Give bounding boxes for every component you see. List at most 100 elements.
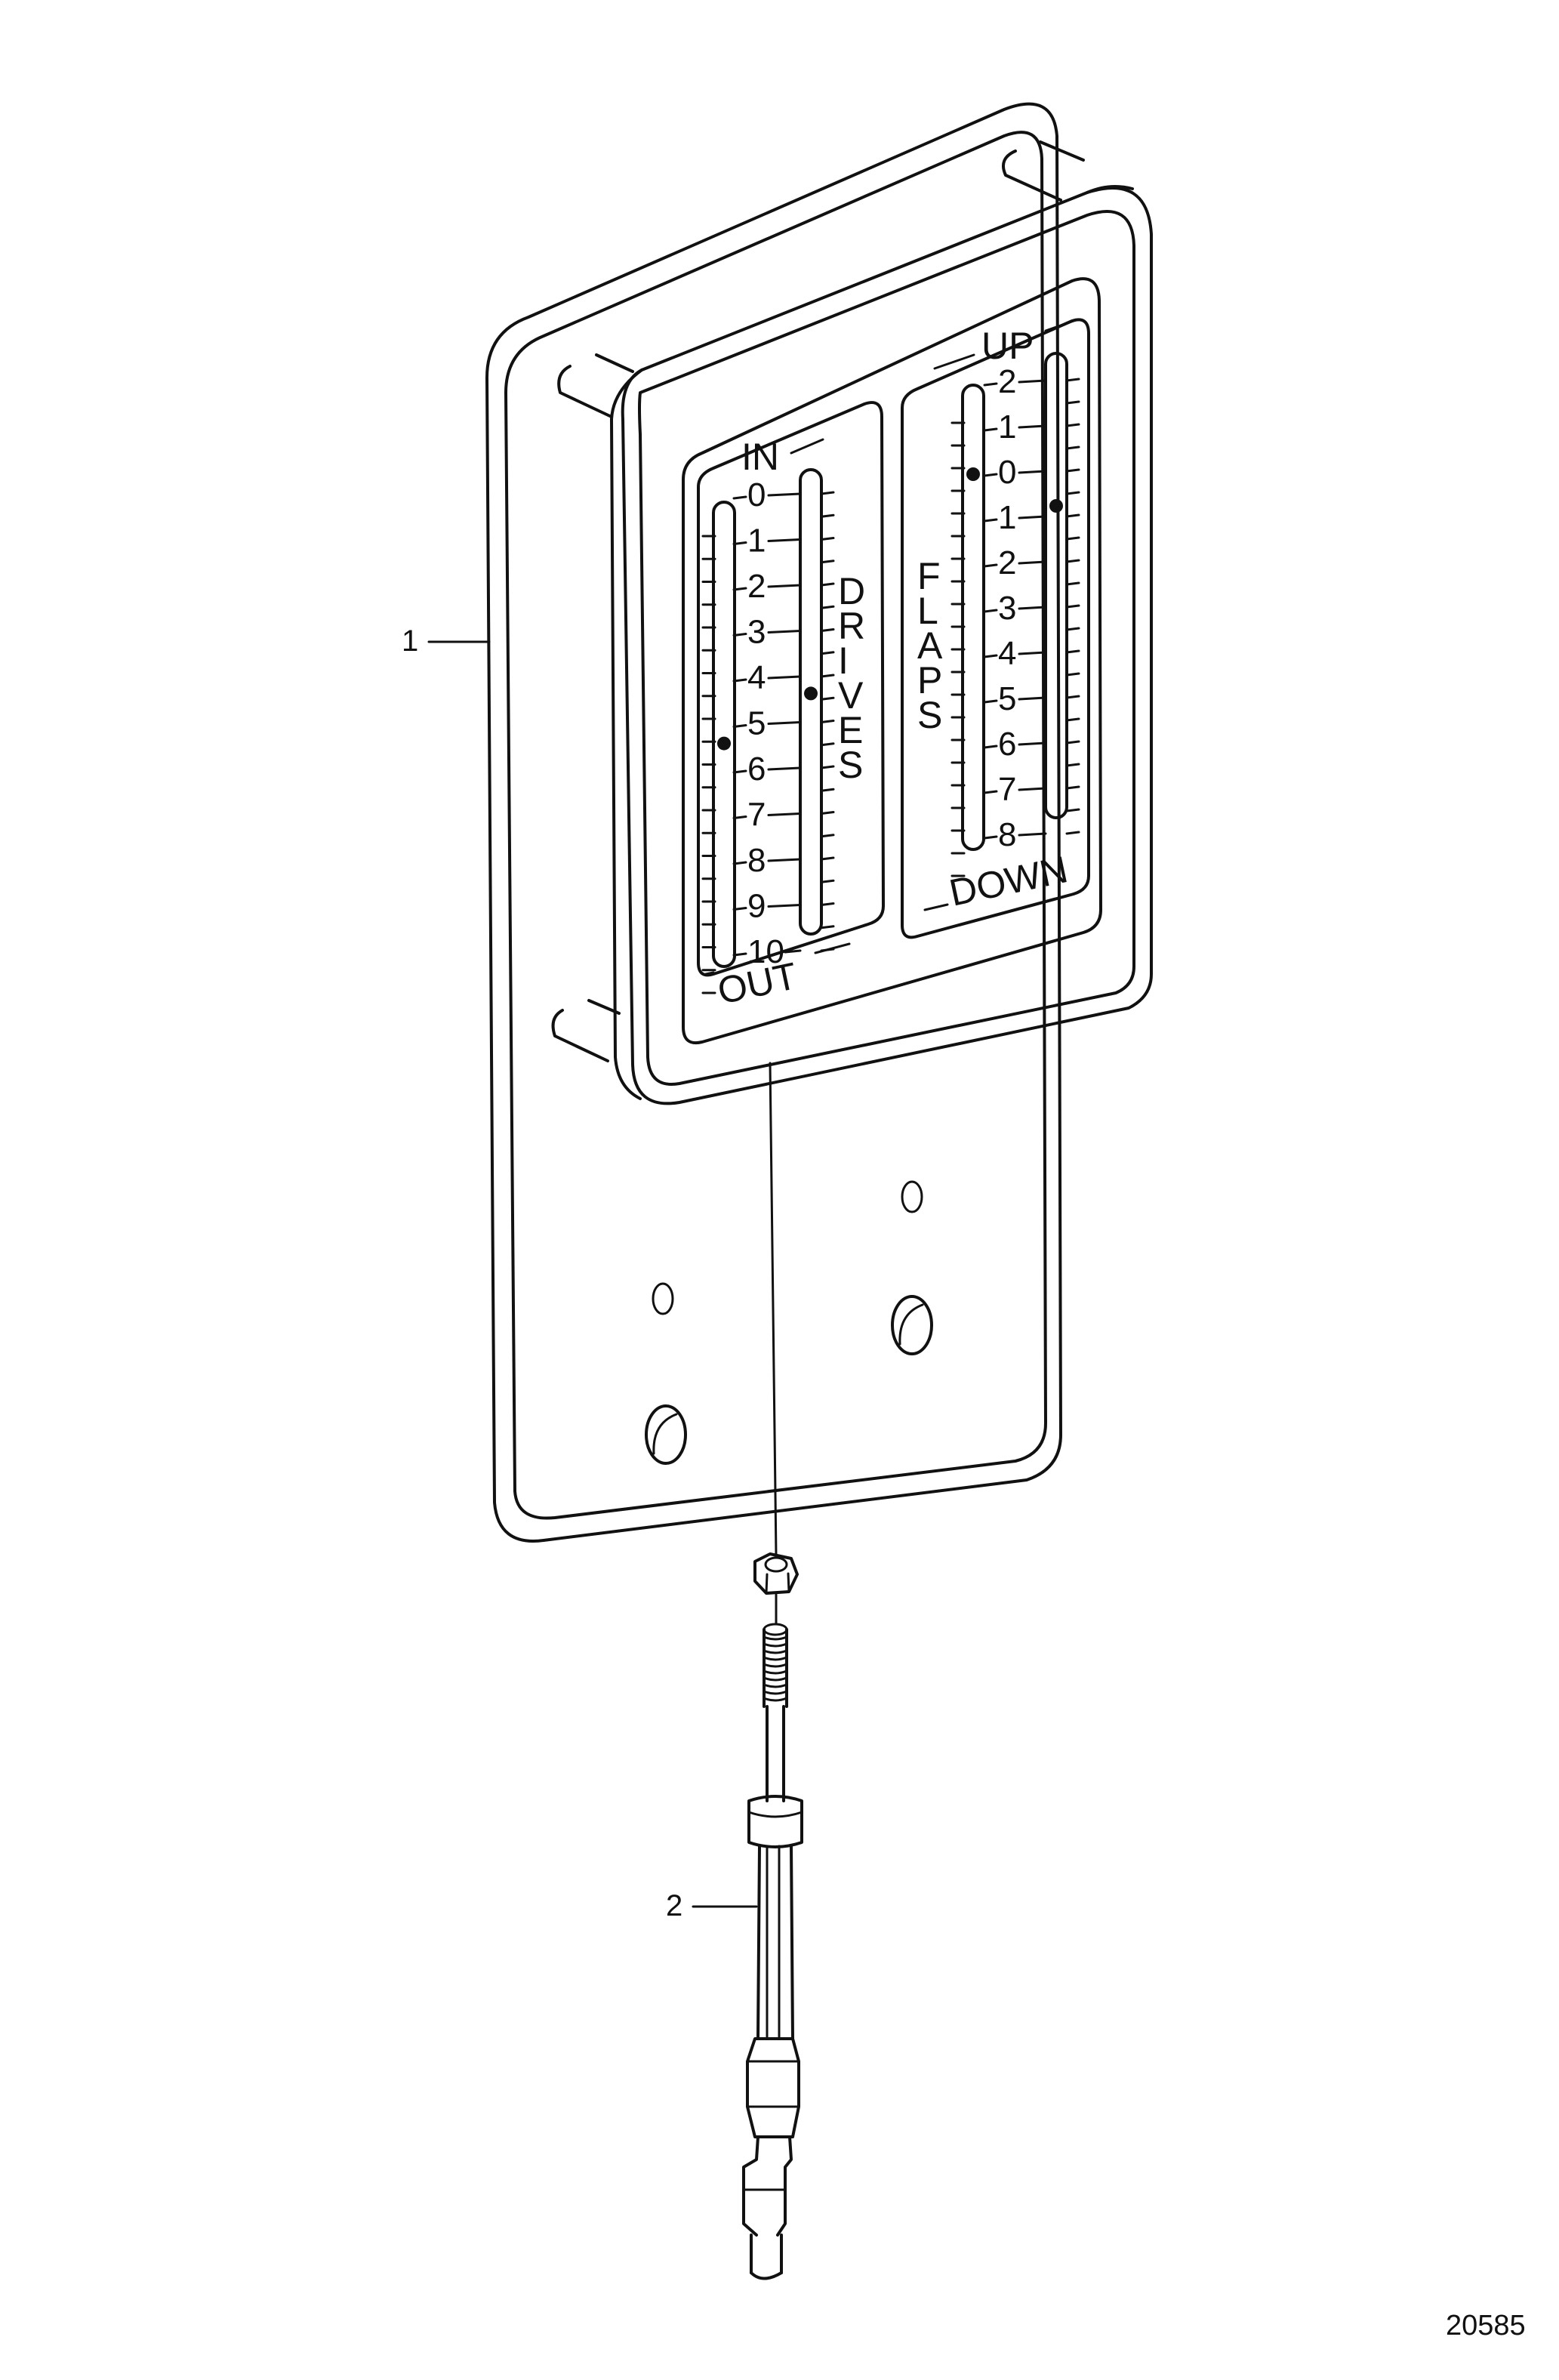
drives-top-label: IN	[741, 436, 779, 478]
flaps-tick	[983, 699, 998, 704]
hex-nut	[753, 1552, 799, 1595]
flaps-tick-label: 0	[998, 454, 1016, 491]
flaps-right-tick	[1065, 604, 1080, 609]
drives-tick	[732, 541, 747, 545]
flaps-tick-label: 2	[998, 544, 1016, 581]
flaps-right-tube	[1044, 352, 1068, 819]
flaps-right-tick	[1065, 513, 1080, 518]
drives-tick	[767, 766, 802, 771]
drives-tick	[767, 675, 802, 680]
drives-tick	[767, 904, 802, 908]
callout-1: 1	[402, 624, 491, 658]
drives-bottom-label: OUT	[714, 954, 801, 1013]
flaps-tick	[1018, 741, 1047, 746]
mounting-hole	[901, 1180, 923, 1213]
flaps-right-tick	[1065, 559, 1080, 563]
drives-tick-label: 7	[747, 797, 766, 834]
flaps-tick-label: 5	[998, 680, 1016, 717]
flaps-word-letter: F	[917, 555, 941, 597]
flaps-right-tick	[1065, 740, 1080, 745]
mounting-hole	[645, 1404, 687, 1465]
callout-label-2: 2	[666, 1889, 682, 1922]
flaps-top-label: UP	[981, 325, 1034, 367]
flaps-tick-label: 6	[998, 726, 1016, 763]
assembly-centerline	[769, 1062, 778, 1557]
drives-tick	[732, 952, 747, 957]
flaps-word-letter: P	[917, 659, 942, 701]
drives-word-letter: V	[838, 674, 864, 717]
flaps-right-tick	[1065, 378, 1080, 382]
flaps-tick	[1018, 651, 1047, 655]
flaps-right-needle	[1049, 499, 1063, 513]
drives-word-letter: I	[838, 640, 849, 682]
drives-tick	[732, 769, 747, 774]
drives-tick	[732, 907, 747, 911]
flaps-right-tick	[1065, 695, 1080, 699]
threaded-end	[763, 1635, 788, 1702]
drives-tick	[732, 678, 747, 683]
drives-left-needle	[717, 736, 731, 751]
flaps-tick	[1018, 424, 1047, 429]
drives-tick-label: 3	[747, 614, 766, 651]
drives-right-tick	[820, 674, 835, 678]
standoff-posts	[551, 140, 1085, 1062]
drives-tick-label: 4	[747, 659, 766, 696]
drives-tick-label: 10	[747, 933, 784, 970]
callout-label-1: 1	[402, 624, 418, 658]
drives-right-tick	[820, 628, 835, 632]
drives-tick-label: 9	[747, 888, 766, 925]
drives-right-tube	[799, 468, 823, 936]
flaps-tick	[983, 518, 998, 523]
drives-tick-label: 1	[747, 523, 766, 560]
flaps-left-tube	[961, 384, 985, 851]
flaps-tick	[983, 790, 998, 794]
flaps-tick	[983, 382, 998, 387]
flaps-tick	[1018, 470, 1047, 474]
callout-2: 2	[666, 1889, 758, 1922]
flaps-tick	[1018, 606, 1047, 610]
drives-tick	[732, 861, 747, 865]
drives-tick	[732, 815, 747, 819]
drives-tick	[732, 587, 747, 591]
flaps-tick-label: 7	[998, 771, 1016, 808]
drives-right-tick	[820, 491, 835, 495]
flaps-tick-label: 8	[998, 816, 1016, 853]
drives-tick	[767, 812, 802, 816]
drives-word-letter: E	[838, 709, 863, 751]
flaps-left-needle	[966, 467, 980, 481]
drives-tick	[767, 630, 802, 634]
drives-right-tick	[820, 537, 835, 541]
flaps-tick	[983, 654, 998, 658]
drives-tick	[732, 724, 747, 728]
drives-word-letter: R	[838, 605, 865, 647]
drives-word-letter: D	[838, 570, 865, 612]
flaps-tick	[1018, 560, 1047, 565]
drives-tick	[767, 858, 802, 862]
drives-right-tick	[820, 902, 835, 906]
flaps-tick-label: 3	[998, 590, 1016, 627]
drives-right-tick	[820, 765, 835, 769]
mounting-hole	[652, 1282, 674, 1315]
flaps-tick-label: 2	[998, 363, 1016, 400]
flaps-tick	[1018, 696, 1047, 701]
flaps-tick	[983, 745, 998, 749]
flaps-right-tick	[1065, 468, 1080, 473]
flaps-tick-label: 1	[998, 408, 1016, 445]
flaps-tick	[1018, 787, 1047, 791]
flaps-tick	[1018, 832, 1047, 837]
drives-right-tick	[820, 811, 835, 815]
flaps-right-tick	[1065, 649, 1080, 654]
flaps-word-letter: A	[917, 624, 943, 667]
drives-tick	[767, 584, 802, 588]
drives-tick	[767, 538, 802, 542]
flaps-tick	[1018, 515, 1047, 519]
drives-tick	[767, 721, 802, 725]
drives-tick-label: 5	[747, 705, 766, 742]
drives-right-tick	[820, 582, 835, 587]
drives-tick-label: 6	[747, 751, 766, 788]
